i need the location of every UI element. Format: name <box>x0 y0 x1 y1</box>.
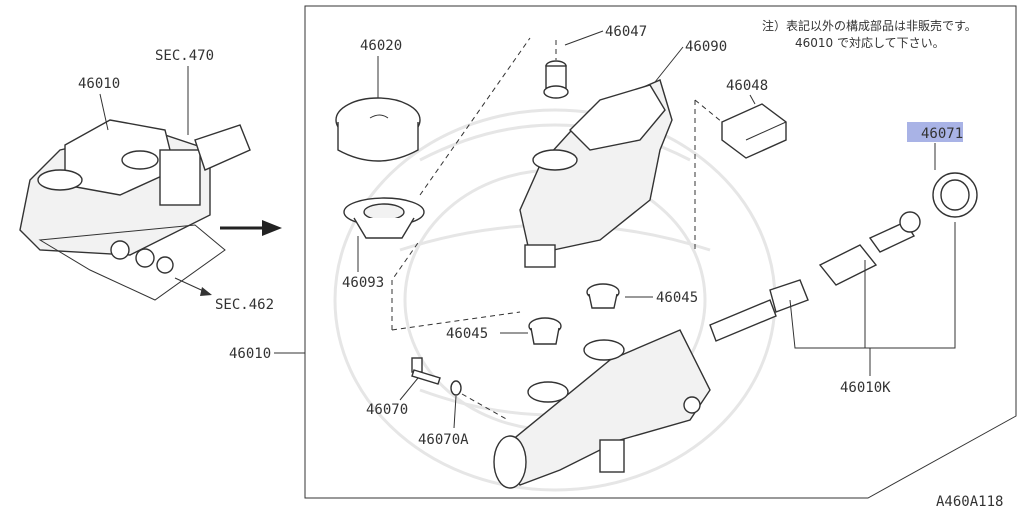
seal-ring[interactable] <box>932 172 978 218</box>
label-46070A: 46070A <box>418 432 469 448</box>
master-cylinder-body[interactable] <box>493 329 711 489</box>
washer[interactable] <box>450 380 462 396</box>
grommet-left[interactable] <box>528 317 562 345</box>
label-46045-right: 46045 <box>656 290 698 306</box>
pointer-arrow <box>220 220 282 236</box>
label-sec462: SEC.462 <box>215 297 274 313</box>
label-46045-left: 46045 <box>446 326 488 342</box>
callout-frame <box>304 5 1017 499</box>
label-sec470: SEC.470 <box>155 48 214 64</box>
label-46090: 46090 <box>685 39 727 55</box>
overview-assembly[interactable] <box>19 119 251 301</box>
reservoir-tank[interactable] <box>519 79 673 268</box>
label-46093: 46093 <box>342 275 384 291</box>
piston-kit[interactable] <box>709 211 921 342</box>
label-46071[interactable]: 46071 <box>921 126 963 142</box>
stopper-bolt[interactable] <box>411 357 441 385</box>
label-46010-overview: 46010 <box>78 76 120 92</box>
grommet-fitting[interactable] <box>543 60 569 99</box>
note-line-1: 注）表記以外の構成部品は非販売です。 <box>762 18 977 33</box>
label-46048: 46048 <box>726 78 768 94</box>
label-46071-highlight <box>907 122 963 142</box>
diagram-code: A460A118 <box>936 494 1003 510</box>
level-switch-connector[interactable] <box>721 103 787 159</box>
label-46020: 46020 <box>360 38 402 54</box>
reservoir-cap[interactable] <box>335 97 421 162</box>
reservoir-strainer[interactable] <box>343 197 425 239</box>
label-46010-main: 46010 <box>229 346 271 362</box>
label-46047: 46047 <box>605 24 647 40</box>
label-46070: 46070 <box>366 402 408 418</box>
grommet-right[interactable] <box>586 283 620 309</box>
label-46010K: 46010K <box>840 380 891 396</box>
note-line-2: 46010 で対応して下さい。 <box>795 36 945 50</box>
